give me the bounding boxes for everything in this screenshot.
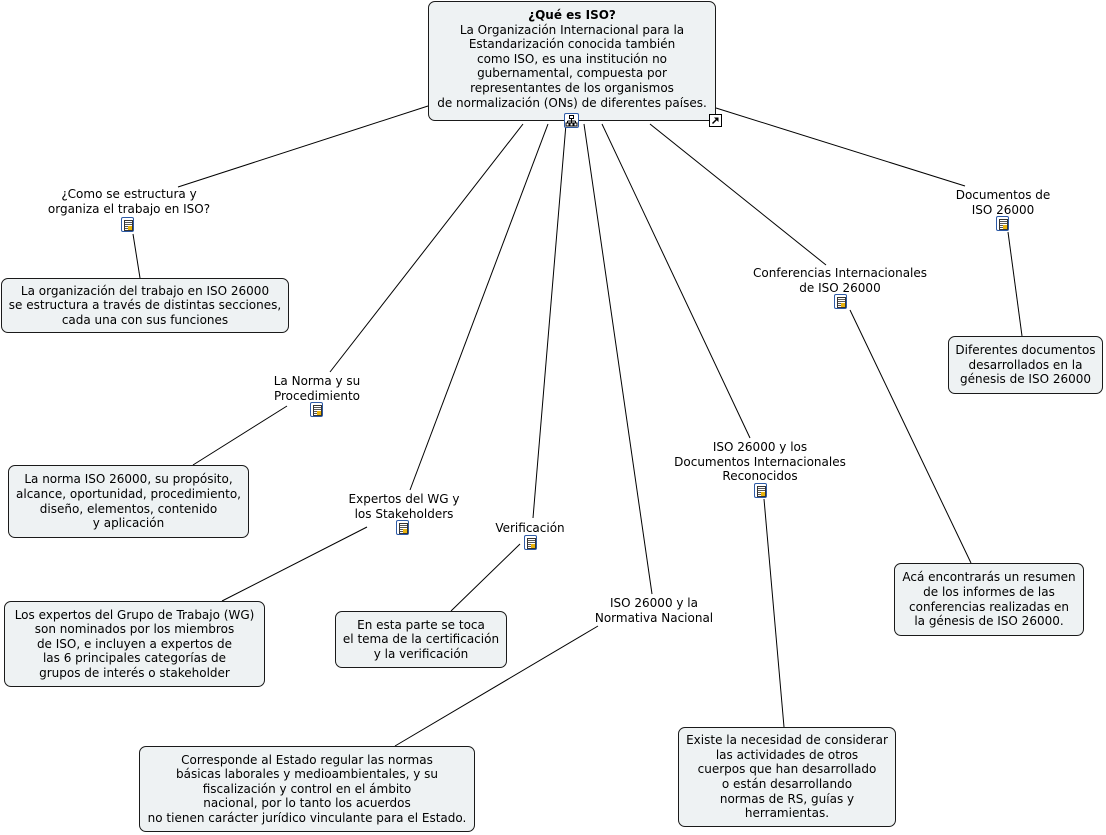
connector-root-norma	[329, 123, 524, 373]
shortcut-arrow-icon[interactable]	[709, 114, 722, 127]
connector-verificacion-detail	[450, 543, 521, 612]
detail-line: nacional, por lo tanto los acuerdos	[203, 796, 411, 811]
connector-root-verificacion	[532, 123, 567, 519]
detail-line: grupos de interés o stakeholder	[39, 665, 230, 680]
connector-root-expertos	[409, 123, 549, 491]
detail-line: Corresponde al Estado regular las normas	[181, 752, 433, 767]
topic-verificacion-line: Verificación	[495, 521, 565, 535]
detail-line: génesis de ISO 26000	[959, 372, 1092, 387]
detail-line: son nominados por los miembros	[34, 622, 235, 637]
connector-normativa-detail	[394, 625, 599, 747]
detail-line: diseño, elementos, contenido	[39, 501, 218, 516]
detail-line: cada una con sus funciones	[61, 312, 229, 327]
root-node[interactable]: ¿Qué es ISO? La Organización Internacion…	[428, 1, 716, 121]
detail-normativa[interactable]: Corresponde al Estado regular las normas…	[139, 746, 475, 832]
detail-line: En esta parte se toca	[357, 617, 485, 632]
detail-line: fiscalización y control en el ámbito	[202, 781, 412, 796]
detail-line: conferencias realizadas en	[909, 599, 1069, 614]
detail-norma[interactable]: La norma ISO 26000, su propósito, alcanc…	[8, 465, 249, 538]
detail-line: alcance, oportunidad, procedimiento,	[16, 486, 241, 501]
topic-expertos-line: los Stakeholders	[354, 506, 454, 521]
hierarchy-icon[interactable]	[564, 113, 579, 128]
detail-line: las actividades de otros	[715, 747, 859, 762]
topic-documentos-intl-line: ISO 26000 y los	[712, 440, 808, 454]
topic-conferencias-line: de ISO 26000	[799, 280, 881, 295]
root-text-line: representantes de los organismos	[470, 80, 674, 95]
connector-expertos-detail	[221, 526, 368, 602]
detail-line: Existe la necesidad de considerar	[686, 733, 888, 748]
topic-expertos[interactable]: Expertos del WG y los Stakeholders	[330, 492, 478, 521]
connector-root-normativa	[583, 123, 653, 595]
note-icon-estructura[interactable]	[121, 217, 134, 232]
connector-root-conferencias	[649, 123, 827, 266]
detail-verificacion[interactable]: En esta parte se toca el tema de la cert…	[335, 611, 507, 668]
detail-line: y la verificación	[373, 646, 469, 661]
detail-estructura[interactable]: La organización del trabajo en ISO 26000…	[1, 278, 289, 333]
topic-norma-line: La Norma y su	[273, 374, 361, 388]
connector-norma-detail	[192, 405, 288, 466]
detail-line: La organización del trabajo en ISO 26000	[20, 283, 270, 298]
detail-line: cuerpos que han desarrollado	[697, 762, 877, 777]
topic-estructura-line: ¿Como se estructura y	[61, 187, 197, 201]
detail-line: se estructura a través de distintas secc…	[8, 298, 282, 313]
detail-line: o están desarrollando	[721, 777, 853, 791]
detail-line: la génesis de ISO 26000.	[914, 614, 1064, 629]
detail-line: Acá encontrarás un resumen	[902, 570, 1076, 585]
topic-verificacion[interactable]: Verificación	[482, 521, 578, 536]
note-icon-documentos-intl[interactable]	[754, 483, 767, 498]
detail-line: básicas laborales y medioambientales, y …	[176, 767, 438, 782]
detail-conferencias[interactable]: Acá encontrarás un resumen de los inform…	[894, 563, 1084, 636]
detail-line: las 6 principales categorías de	[42, 651, 227, 666]
note-icon-documentos[interactable]	[996, 216, 1009, 231]
detail-line: Los expertos del Grupo de Trabajo (WG)	[14, 607, 255, 622]
root-text-line: La Organización Internacional para la	[459, 22, 685, 37]
topic-norma-line: Procedimiento	[273, 388, 361, 403]
detail-line: herramientas.	[744, 806, 830, 821]
note-icon-norma[interactable]	[310, 402, 323, 417]
topic-documentos-line: Documentos de	[955, 188, 1051, 202]
connector-root-documentos-intl	[601, 123, 751, 439]
detail-documentos[interactable]: Diferentes documentos desarrollados en l…	[948, 336, 1103, 394]
detail-expertos[interactable]: Los expertos del Grupo de Trabajo (WG) s…	[4, 601, 265, 687]
connector-root-documentos	[715, 107, 966, 187]
connector-estructura-detail	[132, 233, 141, 279]
connector-documentos-intl-detail	[763, 498, 785, 728]
detail-line: y aplicación	[92, 516, 165, 531]
detail-line: de ISO, e incluyen a expertos de	[36, 636, 233, 651]
detail-line: de los informes de las	[923, 584, 1055, 599]
root-text-line: de normalización (ONs) de diferentes paí…	[437, 95, 707, 110]
note-icon-conferencias[interactable]	[834, 294, 847, 309]
note-icon-verificacion[interactable]	[524, 535, 537, 550]
root-text-line: gubernamental, compuesta por	[477, 66, 667, 81]
note-icon-expertos[interactable]	[396, 520, 409, 535]
connector-root-estructura	[177, 105, 429, 188]
topic-estructura-line: organiza el trabajo en ISO?	[47, 201, 211, 216]
topic-norma[interactable]: La Norma y su Procedimiento	[255, 374, 379, 403]
connector-documentos-detail	[1007, 231, 1023, 337]
detail-line: Diferentes documentos	[955, 343, 1096, 358]
topic-estructura[interactable]: ¿Como se estructura y organiza el trabaj…	[38, 187, 220, 216]
topic-normativa[interactable]: ISO 26000 y la Normativa Nacional	[580, 596, 728, 625]
detail-line: normas de RS, guías y	[719, 791, 855, 806]
topic-documentos-intl[interactable]: ISO 26000 y los Documentos Internacional…	[666, 440, 854, 484]
topic-documentos[interactable]: Documentos de ISO 26000	[944, 188, 1062, 217]
root-text-line: Estandarización conocida también	[468, 37, 676, 52]
topic-conferencias[interactable]: Conferencias Internacionales de ISO 2600…	[743, 266, 937, 295]
topic-conferencias-line: Conferencias Internacionales	[752, 266, 928, 280]
connector-conferencias-detail	[849, 309, 972, 564]
detail-line: La norma ISO 26000, su propósito,	[24, 472, 233, 487]
topic-documentos-intl-line: Reconocidos	[722, 469, 798, 484]
detail-documentos-intl[interactable]: Existe la necesidad de considerar las ac…	[678, 727, 896, 827]
detail-line: no tienen carácter jurídico vinculante p…	[147, 810, 467, 825]
detail-line: el tema de la certificación	[342, 632, 500, 647]
topic-expertos-line: Expertos del WG y	[348, 492, 460, 506]
root-text-line: como ISO, es una institución no	[476, 51, 668, 66]
topic-normativa-line: Normativa Nacional	[594, 610, 714, 625]
topic-documentos-line: ISO 26000	[971, 202, 1035, 217]
topic-documentos-intl-line: Documentos Internacionales	[674, 454, 846, 469]
root-title: ¿Qué es ISO?	[528, 8, 616, 22]
topic-normativa-line: ISO 26000 y la	[609, 596, 698, 610]
detail-line: desarrollados en la	[968, 357, 1083, 372]
